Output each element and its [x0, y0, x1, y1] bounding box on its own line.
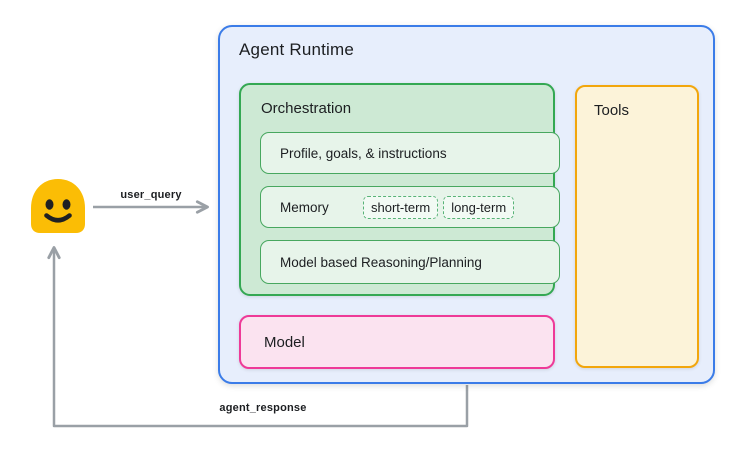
short-term-memory-chip: short-term: [363, 195, 439, 219]
user-blob-icon: [28, 178, 88, 234]
tools-box: Tools: [575, 85, 699, 368]
user-query-label: user_query: [120, 189, 182, 201]
reasoning-planning-box: Model based Reasoning/Planning: [260, 240, 560, 284]
agent-runtime-title: Agent Runtime: [239, 40, 355, 59]
agent-runtime-container: Agent Runtime Orchestration Profile, goa…: [218, 25, 715, 384]
orchestration-box: Orchestration Profile, goals, & instruct…: [239, 83, 560, 296]
tools-label: Tools: [594, 102, 630, 119]
model-label: Model: [264, 333, 305, 351]
memory-chips: short-term long-term: [363, 187, 515, 227]
orchestration-title: Orchestration: [261, 100, 352, 117]
profile-goals-instructions-box: Profile, goals, & instructions: [260, 132, 560, 174]
long-term-memory-chip: long-term: [443, 195, 515, 219]
profile-goals-instructions-label: Profile, goals, & instructions: [280, 145, 447, 161]
model-box: Model: [239, 315, 555, 369]
memory-label: Memory: [280, 199, 329, 215]
agent-response-label: agent_response: [219, 402, 307, 414]
reasoning-planning-label: Model based Reasoning/Planning: [280, 254, 482, 270]
memory-box: Memory short-term long-term: [260, 186, 560, 228]
